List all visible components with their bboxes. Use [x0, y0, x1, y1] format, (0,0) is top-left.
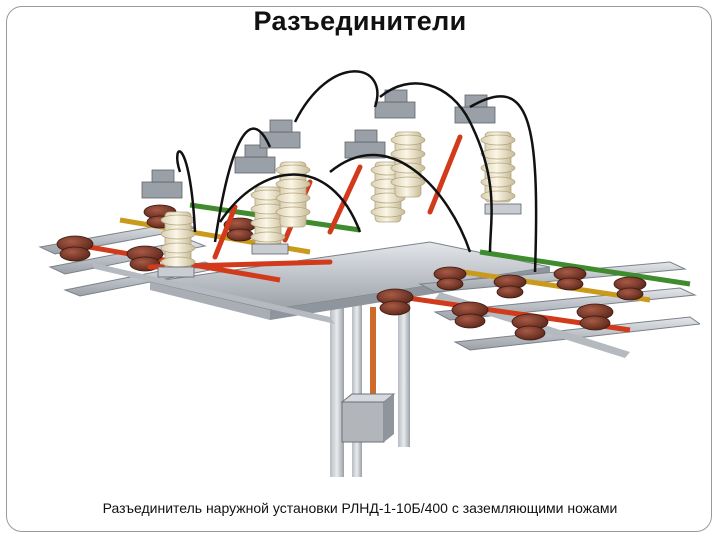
- support-posts: [330, 287, 410, 477]
- flexible-cables: [176, 70, 538, 273]
- slide-title: Разъединители: [253, 6, 467, 36]
- porcelain-insulators: [56, 204, 647, 341]
- slide-caption: Разъединитель наружной установки РЛНД-1-…: [102, 500, 618, 516]
- drive-box: [340, 393, 396, 443]
- disconnector-illustration: [38, 70, 700, 477]
